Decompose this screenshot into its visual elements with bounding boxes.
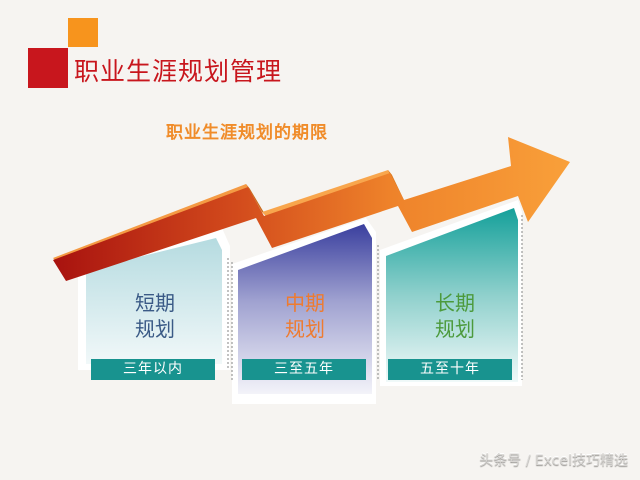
decorative-orange-square bbox=[68, 18, 98, 47]
stage-title-line1: 中期 bbox=[285, 291, 325, 315]
duration-label-mid: 三至五年 bbox=[242, 359, 366, 380]
stage-box-mid bbox=[231, 218, 379, 404]
diagram-subtitle: 职业生涯规划的期限 bbox=[166, 123, 328, 143]
stage-box-long bbox=[380, 200, 523, 386]
stage-title-line1: 长期 bbox=[435, 291, 475, 315]
stage-title-mid: 中期 规划 bbox=[260, 290, 350, 342]
duration-label-long: 五至十年 bbox=[388, 359, 512, 380]
decorative-red-square bbox=[28, 48, 68, 88]
stage-title-line2: 规划 bbox=[135, 317, 175, 341]
growth-arrow bbox=[53, 137, 570, 281]
duration-label-short: 三年以内 bbox=[91, 359, 215, 380]
stage-title-line1: 短期 bbox=[135, 291, 175, 315]
stage-title-short: 短期 规划 bbox=[110, 290, 200, 342]
stage-title-long: 长期 规划 bbox=[410, 290, 500, 342]
stage-title-line2: 规划 bbox=[435, 317, 475, 341]
stage-title-line2: 规划 bbox=[285, 317, 325, 341]
watermark: 头条号 / Excel技巧精选 bbox=[479, 453, 628, 469]
page-title: 职业生涯规划管理 bbox=[74, 57, 283, 86]
